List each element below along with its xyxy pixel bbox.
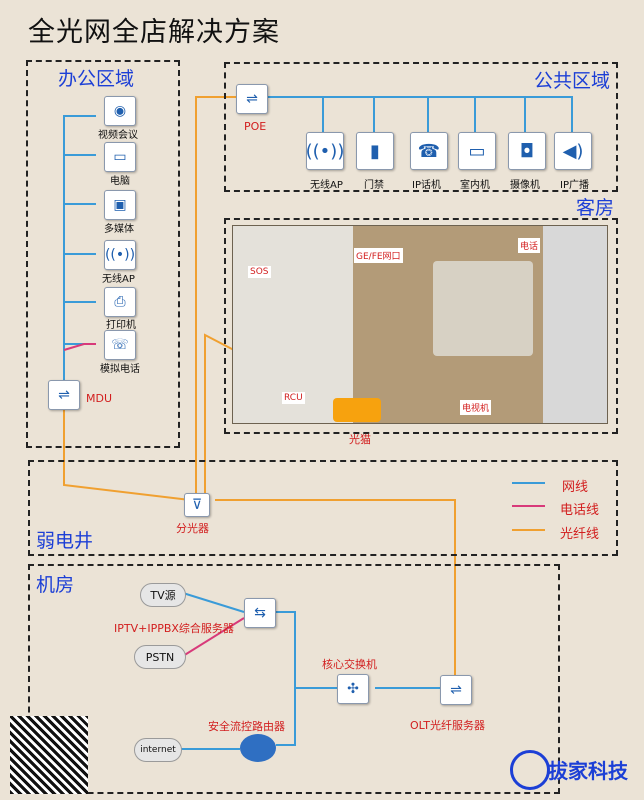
public-device-label: 摄像机: [510, 180, 540, 191]
guest-room-photo: [232, 225, 608, 424]
pstn-cloud: PSTN: [134, 645, 186, 669]
intercom-icon: ▭: [458, 132, 496, 170]
router-label: 安全流控路由器: [208, 720, 285, 733]
splitter-icon: ⊽: [184, 493, 210, 517]
poe-label: POE: [244, 120, 267, 133]
room-phone-label: 电话: [518, 238, 541, 253]
rcu-label: RCU: [282, 392, 305, 404]
switch-icon: ⇌: [440, 675, 472, 705]
multimedia-icon: ▣: [104, 190, 136, 220]
ip-phone-icon: ☎: [410, 132, 448, 170]
public-device-label: IP话机: [412, 180, 441, 191]
office-device-label: 打印机: [106, 320, 136, 331]
machine-lan-lines: [178, 592, 440, 750]
qr-code-icon: [10, 716, 88, 794]
public-device-label: IP广播: [560, 180, 589, 191]
office-zone-label: 办公区域: [58, 68, 135, 90]
bed: [433, 261, 533, 356]
olt-label: OLT光纤服务器: [410, 719, 485, 732]
public-lan-lines: [268, 96, 573, 132]
window-curtain: [543, 226, 607, 423]
shaft-label: 弱电井: [36, 530, 94, 552]
router-icon: ⇆: [244, 598, 276, 628]
router-icon: [240, 734, 276, 762]
bathroom-area: [233, 226, 353, 423]
tv-label: 电视机: [460, 400, 492, 415]
machine-room-zone: [28, 564, 560, 794]
office-zone: [26, 60, 180, 448]
tv-source-cloud: TV源: [140, 583, 186, 607]
internet-cloud: internet: [134, 738, 182, 762]
office-device-label: 无线AP: [102, 274, 135, 285]
office-lan-lines: [63, 115, 96, 380]
public-device-label: 门禁: [364, 180, 384, 191]
shaft-zone: [28, 460, 618, 556]
office-device-label: 电脑: [110, 176, 130, 187]
speaker-icon: ◀): [554, 132, 592, 170]
page-title: 全光网全店解决方案: [28, 17, 280, 48]
mdu-label: MDU: [86, 392, 113, 405]
sos-label: SOS: [248, 266, 271, 278]
public-device-label: 无线AP: [310, 180, 343, 191]
camera-icon: ◘: [508, 132, 546, 170]
gefe-port-label: GE/FE网口: [354, 248, 403, 263]
public-zone-label: 公共区域: [534, 70, 611, 92]
splitter-label: 分光器: [176, 522, 209, 535]
wifi-ap-icon: ((•)): [104, 240, 136, 270]
office-phone-line: [63, 343, 96, 351]
optical-modem-icon: [333, 398, 381, 422]
iptv-server-label: IPTV+IPPBX综合服务器: [114, 622, 234, 635]
legend-fiber-label: 光纤线: [560, 527, 600, 542]
public-device-label: 室内机: [460, 180, 490, 191]
legend-phone-label: 电话线: [560, 503, 600, 518]
guest-room-zone: [224, 218, 618, 434]
video-conference-icon: ◉: [104, 96, 136, 126]
public-zone: [224, 62, 618, 192]
legend-lan-label: 网线: [562, 480, 589, 495]
machine-room-label: 机房: [36, 574, 75, 596]
core-switch-label: 核心交换机: [322, 658, 377, 671]
door-access-icon: ▮: [356, 132, 394, 170]
printer-icon: ⎙: [104, 287, 136, 317]
computer-icon: ▭: [104, 142, 136, 172]
office-device-label: 视频会议: [98, 130, 138, 141]
switch-icon: ✣: [337, 674, 369, 704]
switch-icon: ⇌: [236, 84, 268, 114]
guest-room-label: 客房: [576, 197, 615, 219]
optical-modem-label: 光猫: [349, 433, 371, 446]
wifi-ap-icon: ((•)): [306, 132, 344, 170]
office-device-label: 模拟电话: [100, 364, 140, 375]
switch-icon: ⇌: [48, 380, 80, 410]
pstn-line: [182, 617, 245, 657]
brand-name: 拔家科技: [548, 759, 628, 783]
office-device-label: 多媒体: [104, 224, 134, 235]
analog-phone-icon: ☏: [104, 330, 136, 360]
logo-icon: [510, 750, 550, 790]
